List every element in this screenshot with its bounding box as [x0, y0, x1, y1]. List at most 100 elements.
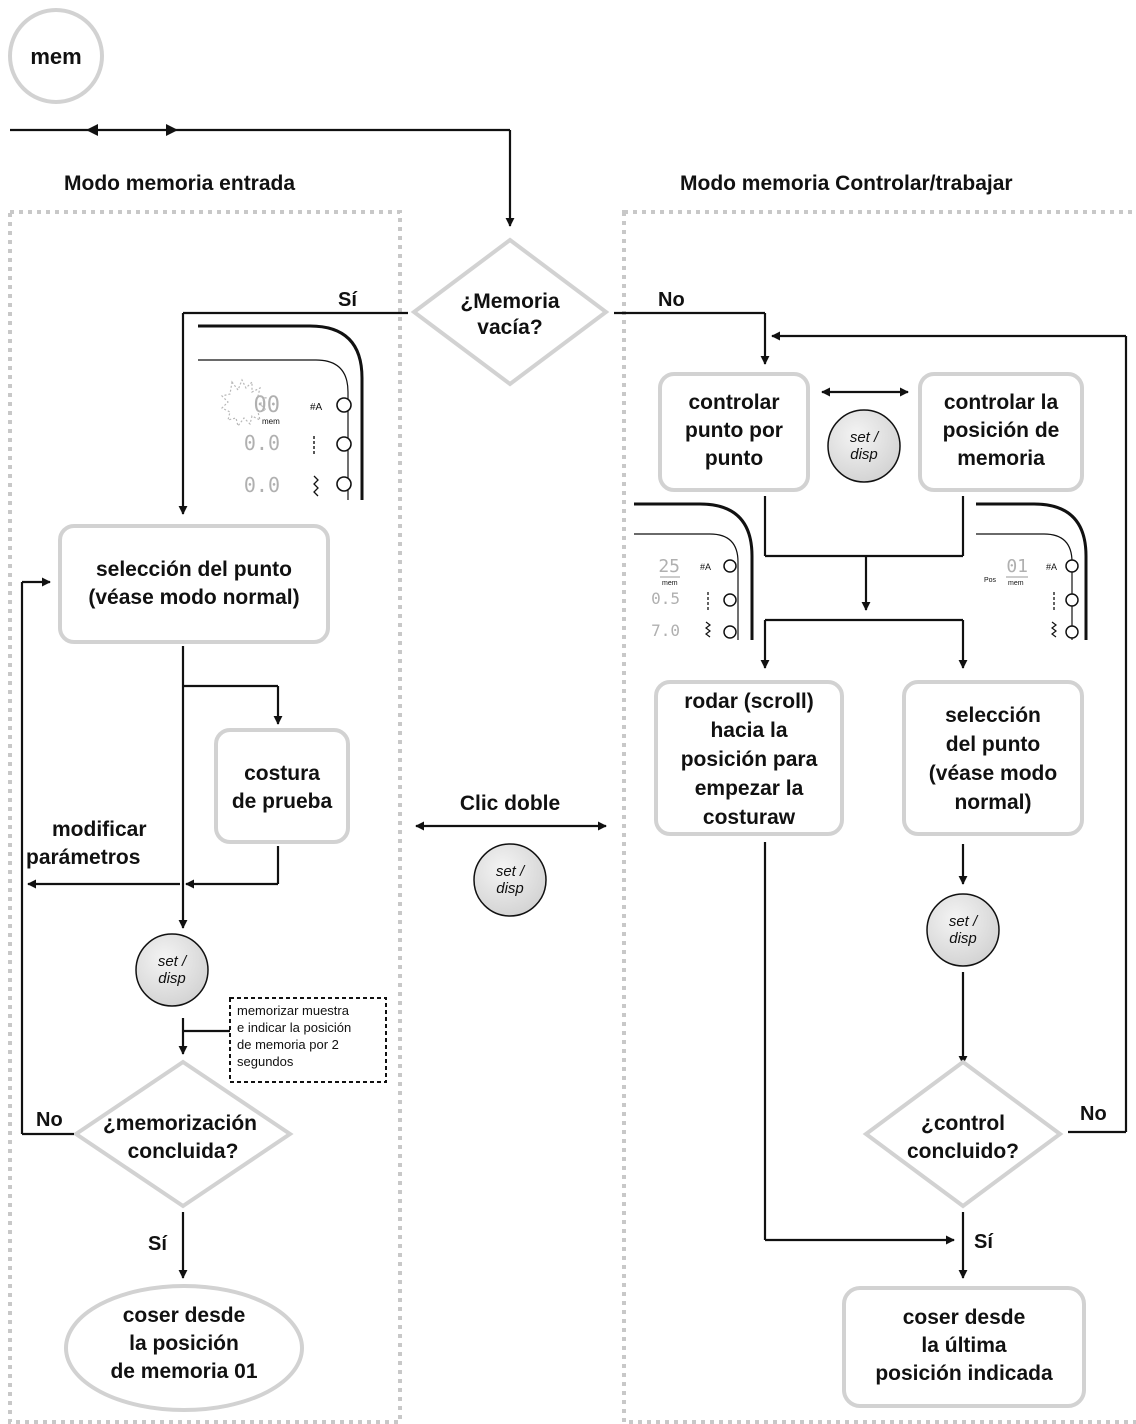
right-end-line2: la última [921, 1334, 1007, 1357]
center-set-disp-button[interactable]: set / disp [473, 843, 547, 917]
note-line4: segundos [237, 1054, 294, 1069]
rb-btn-line2: disp [949, 930, 977, 947]
display-row-2: 0.0 [244, 431, 280, 455]
left-decision-line2: concluida? [128, 1140, 239, 1163]
memorize-note: memorizar muestra e indicar la posición … [229, 997, 387, 1083]
memory-empty-decision: ¿Memoria vacía? [410, 237, 610, 387]
rdr-button-2[interactable] [1065, 593, 1079, 607]
modify-params-line1: modificar [52, 818, 147, 841]
rdr-pos: Pos [984, 577, 997, 584]
rdl-row-1: 25 [658, 556, 680, 577]
right-select-line1: selección [945, 704, 1041, 727]
right-section-frame [622, 210, 1136, 1424]
sew-from-last-position-box: coser desde la última posición indicada [842, 1286, 1086, 1408]
yes-label-top: Sí [338, 289, 358, 311]
left-end-line2: la posición [129, 1332, 239, 1355]
center-btn-line2: disp [496, 880, 524, 897]
modify-params-line2: parámetros [26, 846, 140, 869]
scroll-position-box: rodar (scroll) hacia la posición para em… [654, 680, 844, 836]
left-set-disp-button[interactable]: set / disp [135, 933, 209, 1007]
left-select-line1: selección del punto [96, 558, 292, 581]
right-top-set-disp-button[interactable]: set / disp [827, 409, 901, 483]
sew-from-memory-01: coser desde la posición de memoria 01 [64, 1284, 304, 1412]
control-done-decision: ¿control concluido? [862, 1059, 1064, 1209]
right-display-right: 01 mem Pos #A [976, 502, 1088, 640]
right-decision-line2: concluido? [907, 1140, 1019, 1163]
double-click-label: Clic doble [460, 792, 560, 815]
right-section-title: Modo memoria Controlar/trabajar [680, 172, 1013, 195]
rdl-row-2: 0.5 [651, 589, 680, 608]
mem-circle: mem [8, 8, 104, 104]
control-position-line2: posición de [943, 419, 1060, 442]
mem-label: mem [30, 44, 81, 69]
memory-empty-line2: vacía? [477, 316, 542, 339]
control-position-line3: memoria [957, 447, 1045, 470]
no-label-top: No [658, 289, 685, 311]
rdr-button-3[interactable] [1065, 625, 1079, 639]
test-seam-box: costura de prueba [214, 728, 350, 844]
control-stitch-line1: controlar [688, 391, 779, 414]
display-sub: mem [262, 417, 280, 426]
rdl-button-2[interactable] [723, 593, 737, 607]
display-button-2[interactable] [336, 436, 352, 452]
scroll-line2: hacia la [710, 719, 787, 742]
rdl-button-3[interactable] [723, 625, 737, 639]
control-position-box: controlar la posición de memoria [918, 372, 1084, 492]
right-yes-label: Sí [974, 1231, 994, 1253]
rdl-button-1[interactable] [723, 559, 737, 573]
test-seam-line1: costura [244, 762, 320, 785]
right-end-line3: posición indicada [875, 1362, 1053, 1385]
left-select-stitch-box: selección del punto (véase modo normal) [58, 524, 330, 644]
right-display-left: 25 mem #A 0.5 7.0 [634, 502, 754, 640]
right-end-line1: coser desde [903, 1306, 1026, 1329]
display-row-3: 0.0 [244, 473, 280, 497]
left-select-line2: (véase modo normal) [88, 586, 299, 609]
rt-btn-line2: disp [850, 446, 878, 463]
left-end-line3: de memoria 01 [110, 1360, 257, 1383]
scroll-line4: empezar la [695, 777, 804, 800]
left-btn-line1: set / [158, 953, 188, 970]
rb-btn-line1: set / [949, 913, 979, 930]
memorization-done-decision: ¿memorización concluida? [72, 1059, 294, 1209]
test-seam-line2: de prueba [232, 790, 333, 813]
rdr-button-1[interactable] [1065, 559, 1079, 573]
control-stitch-line3: punto [705, 447, 763, 470]
rdr-row-1: 01 [1006, 556, 1028, 577]
left-section-frame [8, 210, 402, 1424]
left-display: 00 mem #A 0.0 0.0 [198, 324, 364, 500]
right-select-line2: del punto [946, 733, 1040, 756]
pattern-icon: #A [310, 402, 323, 413]
left-yes-label: Sí [148, 1233, 168, 1255]
display-row-1: 00 [254, 393, 281, 418]
rt-btn-line1: set / [850, 429, 880, 446]
note-line3: de memoria por 2 [237, 1037, 339, 1052]
rdl-pattern-icon: #A [700, 562, 711, 572]
left-btn-line2: disp [158, 970, 186, 987]
control-stitch-line2: punto por [685, 419, 783, 442]
rdr-sub: mem [1008, 580, 1024, 587]
left-end-line1: coser desde [123, 1304, 246, 1327]
right-select-stitch-box: selección del punto (véase modo normal) [902, 680, 1084, 836]
display-button-3[interactable] [336, 476, 352, 492]
right-set-disp-button[interactable]: set / disp [926, 893, 1000, 967]
memory-empty-line1: ¿Memoria [460, 290, 560, 313]
scroll-line3: posición para [681, 748, 818, 771]
center-btn-line1: set / [496, 863, 526, 880]
right-decision-line1: ¿control [921, 1112, 1005, 1135]
control-position-line1: controlar la [944, 391, 1059, 414]
display-button-1[interactable] [336, 397, 352, 413]
left-no-label: No [36, 1109, 63, 1131]
left-decision-line1: ¿memorización [103, 1112, 257, 1135]
scroll-line5: costuraw [703, 806, 796, 829]
note-line2: e indicar la posición [237, 1020, 351, 1035]
note-line1: memorizar muestra [237, 1003, 350, 1018]
right-select-line4: normal) [954, 791, 1031, 814]
left-section-title: Modo memoria entrada [64, 172, 295, 195]
entry-connector [10, 124, 515, 227]
rdl-row-3: 7.0 [651, 621, 680, 640]
scroll-line1: rodar (scroll) [684, 690, 814, 713]
control-stitch-box: controlar punto por punto [658, 372, 810, 492]
rdr-pattern-icon: #A [1046, 562, 1057, 572]
